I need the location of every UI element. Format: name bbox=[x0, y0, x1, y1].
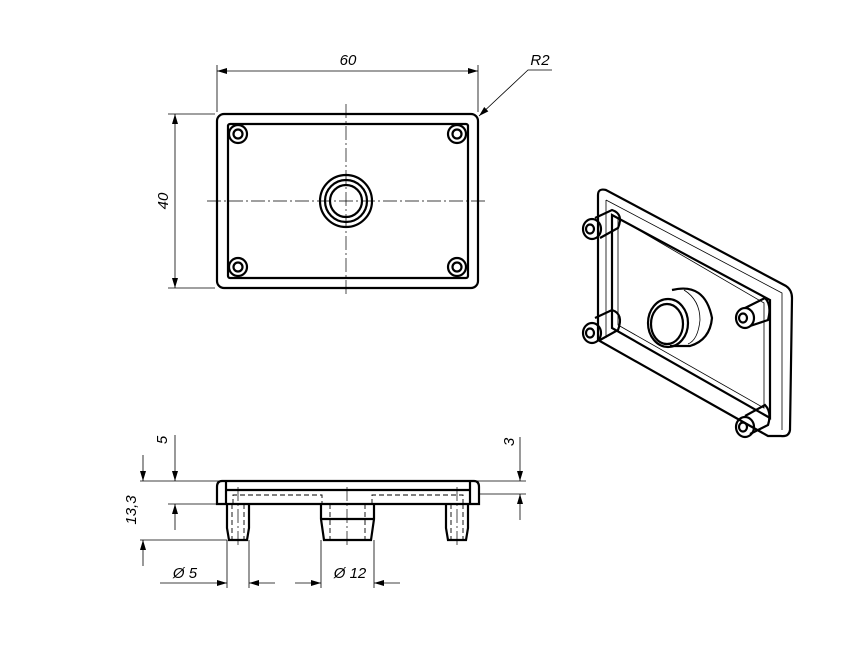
dim-peg-diameter: Ø 5 bbox=[172, 565, 198, 582]
dim-height: 40 bbox=[155, 192, 172, 209]
dim-boss-diameter: Ø 12 bbox=[333, 565, 367, 582]
dim-rim: 3 bbox=[501, 437, 518, 446]
dim-radius: R2 bbox=[530, 52, 550, 69]
hole-markers bbox=[227, 123, 468, 278]
top-view bbox=[168, 65, 552, 296]
dim-total-height: 13,3 bbox=[123, 495, 140, 525]
isometric-view bbox=[581, 188, 794, 439]
iso-pegs bbox=[581, 208, 771, 439]
side-view bbox=[140, 435, 526, 588]
dim-plate-thickness: 5 bbox=[154, 435, 171, 444]
dim-width: 60 bbox=[340, 52, 357, 69]
